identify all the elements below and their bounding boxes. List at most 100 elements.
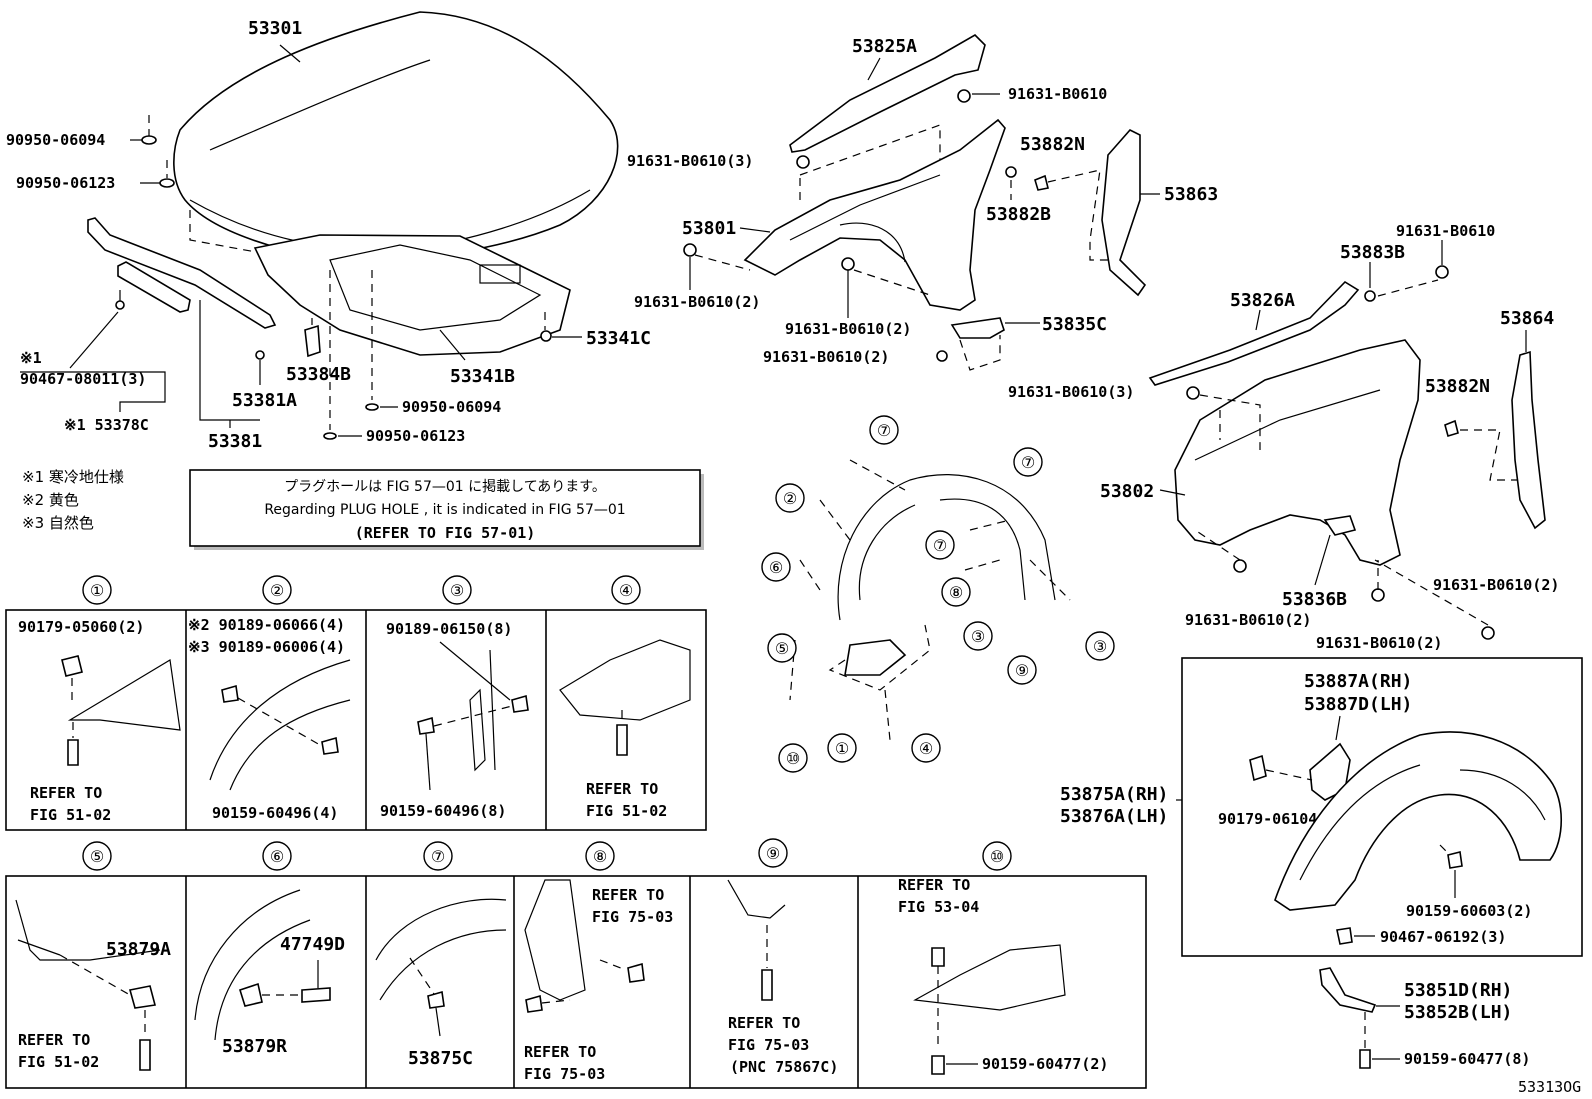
insulator-clip-label: 53341C (586, 328, 651, 349)
hood-insulator[interactable] (253, 234, 571, 356)
bracket-53836b[interactable] (1323, 515, 1357, 536)
fender-liner-53863[interactable] (1101, 129, 1147, 297)
hood-seal-53381[interactable] (87, 217, 277, 329)
detail-panel-5: 53879A REFER TO FIG 51-02 (15, 899, 171, 1071)
detail-panel-1: 90179-05060(2) REFER TO FIG 51-02 (18, 618, 181, 824)
panel-9-text-2: FIG 75-03 (728, 1036, 809, 1054)
fender-lh-label: 53802 (1100, 481, 1154, 502)
screw-mudguard-label: 90159-60477(8) (1404, 1050, 1530, 1068)
shield-d-label: 53887D(LH) (1304, 694, 1412, 715)
panel-7-id: ⑦ (431, 847, 445, 866)
note-ref-1: ※1 (20, 349, 42, 367)
panel-10-text-2: FIG 53-04 (898, 898, 979, 916)
callout-9c: ⑨ (1015, 661, 1029, 680)
seal-53378c-label: ※1 53378C (64, 416, 149, 434)
bolt-2-f-label: 91631-B0610(2) (1433, 576, 1559, 594)
detail-panel-8: REFER TO FIG 75-03 REFER TO FIG 75-03 (524, 879, 673, 1083)
detail-row-2: ⑤ ⑥ ⑦ ⑧ ⑨ ⑩ 53879A REFER TO FIG 51-02 47… (5, 838, 1147, 1089)
fender-liner-assembly[interactable] (837, 474, 1056, 621)
callout-3c: ③ (971, 627, 985, 646)
panel-8-text-2: FIG 75-03 (592, 908, 673, 926)
callout-5c: ⑤ (775, 639, 789, 658)
panel-9-id: ⑨ (766, 844, 780, 863)
fender-liner-53864[interactable] (1511, 350, 1546, 530)
panel-1-text-3: FIG 51-02 (30, 806, 111, 824)
callout-7b: ⑦ (1021, 453, 1035, 472)
detail-panel-7: 53875C (375, 898, 507, 1069)
fender-rh-group: 53825A 91631-B0610 53801 91631-B0610(3) … (627, 34, 1218, 371)
fender-liner-upper-label: 53863 (1164, 184, 1218, 205)
panel-8-text-3: REFER TO (524, 1043, 596, 1061)
callout-6c: ⑥ (769, 558, 783, 577)
panel-9-text-1: REFER TO (728, 1014, 800, 1032)
mudguard[interactable] (1319, 967, 1377, 1013)
cushion-n-top-label: 53882N (1020, 134, 1085, 155)
panel-1-text-1: 90179-05060(2) (18, 618, 144, 636)
panel-6-text-2: 53879R (222, 1036, 287, 1057)
seal-53381a-label: 53381A (232, 390, 297, 411)
mudguard-group: 53851D(RH) 53852B(LH) 90159-60477(8) (1319, 967, 1530, 1069)
fender-53801[interactable] (743, 118, 1006, 311)
legend-note-3: ※3 自然色 (22, 514, 94, 532)
mudguard-rh-label: 53851D(RH) (1404, 980, 1512, 1001)
callout-2c: ② (783, 489, 797, 508)
callout-7a: ⑦ (877, 421, 891, 440)
panel-6-id: ⑥ (270, 847, 284, 866)
bolt-2-e-label: 91631-B0610(2) (1316, 634, 1442, 652)
plug-note-ref: (REFER TO FIG 57-01) (355, 524, 536, 542)
panel-2-text-2: ※3 90189-06006(4) (188, 638, 345, 656)
insulator-grommet-label-1: 90950-06094 (402, 398, 501, 416)
bolt-right-top-label: 91631-B0610 (1396, 222, 1495, 240)
panel-10-text-3: 90159-60477(2) (982, 1055, 1108, 1073)
hood-group: 53301 90950-06094 90950-06123 ※1 90467-0… (6, 11, 651, 452)
fender-seal-53826a[interactable] (1148, 280, 1360, 386)
seal-53381-label: 53381 (208, 431, 262, 452)
detail-panel-4: REFER TO FIG 51-02 (559, 639, 691, 820)
detail-row-1: ① ② ③ ④ 90179-05060(2) REFER TO FIG 51-0… (5, 575, 707, 831)
callout-4c: ④ (919, 739, 933, 758)
hood-panel[interactable] (173, 11, 619, 263)
bracket-53835c[interactable] (950, 317, 1005, 339)
fender-liner-exploded (789, 459, 1071, 741)
fender-seal-lh-label: 53826A (1230, 290, 1295, 311)
shield-a-label: 53887A(RH) (1304, 671, 1412, 692)
bolt-2-b-label: 91631-B0610(2) (785, 320, 911, 338)
panel-2-text-3: 90159-60496(4) (212, 804, 338, 822)
panel-4-id: ④ (619, 581, 633, 600)
liner-lh-label: 53876A(LH) (1060, 806, 1168, 827)
callout-3d: ③ (1093, 637, 1107, 656)
panel-5-text-3: FIG 51-02 (18, 1053, 99, 1071)
bolt-top-label: 91631-B0610 (1008, 85, 1107, 103)
callout-10c: ⑩ (786, 749, 800, 768)
bracket-c-label: 53835C (1042, 314, 1107, 335)
liner-rh-label: 53875A(RH) (1060, 784, 1168, 805)
bolt-3-top-label: 91631-B0610(3) (627, 152, 753, 170)
bolt-2-a-label: 91631-B0610(2) (634, 293, 760, 311)
plug-note-jp: プラグホールは FIG 57—01 に掲載してあります。 (284, 479, 606, 495)
panel-1-id: ① (90, 581, 104, 600)
bolt-2-c-label: 91631-B0610(2) (763, 348, 889, 366)
cushion-label: 53384B (286, 364, 351, 385)
fender-seal-53825a[interactable] (789, 34, 986, 153)
insulator-label: 53341B (450, 366, 515, 387)
panel-4-text-2: FIG 51-02 (586, 802, 667, 820)
panel-5-id: ⑤ (90, 847, 104, 866)
panel-8-id: ⑧ (593, 847, 607, 866)
bolt-2-d-label: 91631-B0610(2) (1185, 611, 1311, 629)
panel-8-text-1: REFER TO (592, 886, 664, 904)
panel-1-text-2: REFER TO (30, 784, 102, 802)
hood-seal-53378c[interactable] (117, 261, 191, 313)
fender-liner-lh-label: 53864 (1500, 308, 1554, 329)
fender-liner-53875a[interactable] (1274, 731, 1563, 911)
panel-3-text-2: 90159-60496(8) (380, 802, 506, 820)
detail-panel-6: 47749D 53879R (194, 889, 345, 1057)
panel-7-text-1: 53875C (408, 1048, 473, 1069)
bolt-3-right-label: 91631-B0610(3) (1008, 383, 1134, 401)
panel-6-text-1: 47749D (280, 934, 345, 955)
detail-panel-10: REFER TO FIG 53-04 90159-60477(2) (898, 876, 1108, 1075)
legend-notes: ※1 寒冷地仕様 ※2 黄色 ※3 自然色 (22, 468, 124, 532)
grommet-label-1: 90950-06094 (6, 131, 105, 149)
panel-10-id: ⑩ (990, 847, 1004, 866)
callout-1c: ① (835, 739, 849, 758)
